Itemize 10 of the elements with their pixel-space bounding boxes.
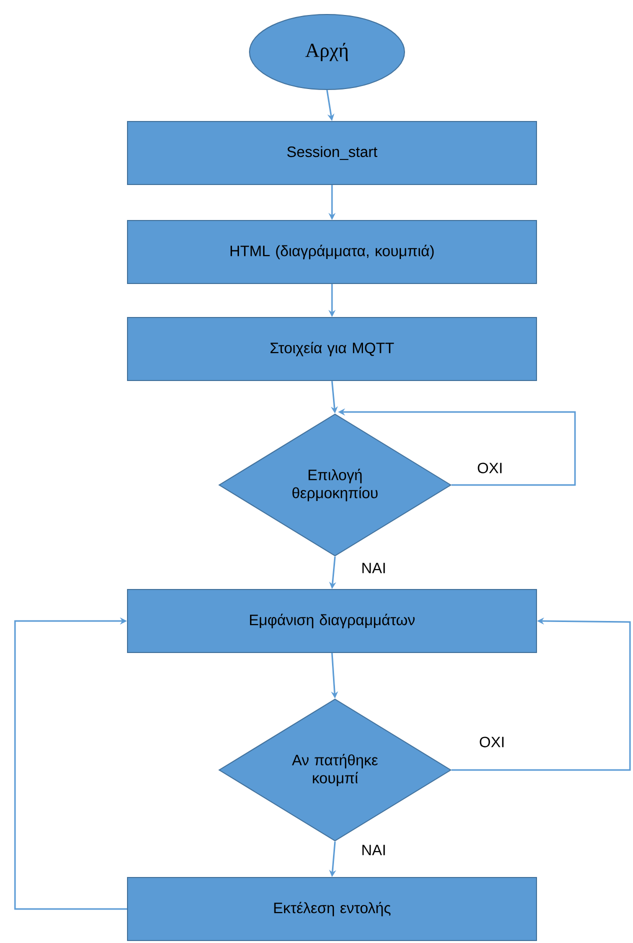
process-box: Στοιχεία για MQTT bbox=[127, 317, 537, 381]
edge-label: ΝΑΙ bbox=[360, 562, 388, 574]
edge-label: ΟΧΙ bbox=[478, 736, 506, 748]
arrow bbox=[14, 617, 127, 910]
process-box: Session_start bbox=[127, 121, 537, 185]
edge-label: ΟΧΙ bbox=[476, 462, 504, 474]
process-box: HTML (διαγράμματα, κουμπιά) bbox=[127, 220, 537, 284]
process-box: Εμφάνιση διαγραμμάτων bbox=[127, 589, 537, 653]
edge-label: ΝΑΙ bbox=[360, 844, 388, 856]
process-box: Εκτέλεση εντολής bbox=[127, 877, 537, 941]
